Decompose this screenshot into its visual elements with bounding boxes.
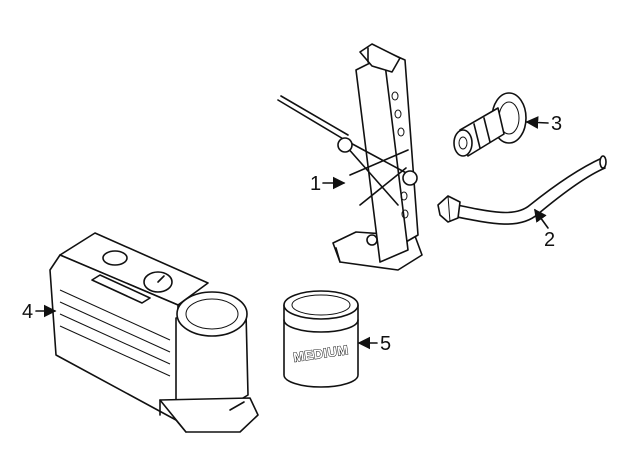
- pressure-gauge-needle: [157, 275, 165, 283]
- sealant-canister: MEDIUM: [283, 290, 359, 388]
- canister-top-rim: [291, 294, 351, 316]
- jack-pivot-right: [402, 170, 418, 186]
- jack-pivot-left: [337, 137, 353, 153]
- canister-body: [283, 304, 359, 388]
- scissor-jack: [277, 43, 423, 271]
- jack-arm-holes: [391, 91, 409, 219]
- jack-scissor-links: [344, 139, 411, 206]
- callout-3: 3: [551, 113, 562, 135]
- adapter: [453, 92, 527, 157]
- adapter-nozzle-bore: [458, 136, 468, 150]
- air-compressor: [49, 232, 259, 433]
- adapter-ribs: [473, 117, 491, 149]
- canister-band: [283, 319, 359, 333]
- callout-2: 2: [544, 229, 555, 251]
- canister-top: [283, 290, 359, 320]
- jack-handle-rod-edge: [280, 95, 349, 136]
- compressor-handle-slot: [91, 274, 151, 304]
- wrench-shaft-bottom: [451, 167, 606, 225]
- jack-top-saddle: [359, 43, 401, 73]
- compressor-dome: [102, 250, 128, 266]
- lug-wrench: [437, 155, 607, 225]
- callout-5: 5: [380, 333, 391, 355]
- compressor-louvers: [59, 289, 171, 377]
- adapter-nozzle: [453, 129, 473, 157]
- jack-pivot-bottom: [366, 234, 378, 246]
- compressor-cylinder-rim: [185, 298, 239, 330]
- callout-3-arrow: [525, 116, 549, 129]
- jack-handle-rod: [277, 99, 346, 141]
- wrench-tube-end: [599, 155, 607, 169]
- callout-4: 4: [22, 301, 33, 323]
- wrench-hex-edge: [447, 195, 451, 223]
- compressor-base: [159, 397, 259, 433]
- jack-base-edge: [335, 247, 341, 263]
- callout-1: 1: [310, 173, 321, 195]
- wrench-shaft-top: [447, 157, 603, 214]
- callout-2-arrow: [534, 208, 549, 229]
- compressor-base-detail: [159, 399, 245, 416]
